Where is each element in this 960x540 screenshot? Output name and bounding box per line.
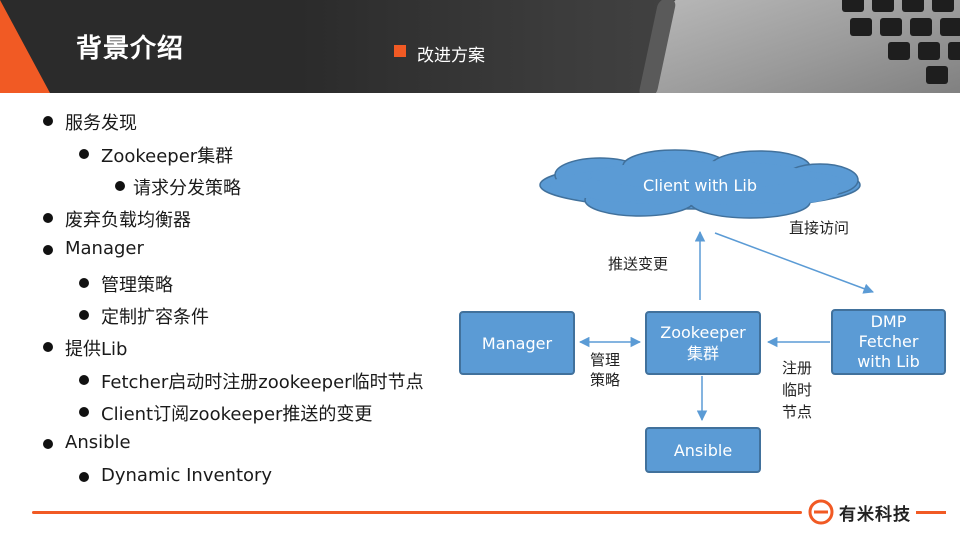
- ansible-node-label: Ansible: [673, 440, 733, 460]
- footer-divider-tail: [916, 511, 946, 514]
- register-label-line3: 节点: [782, 403, 813, 421]
- dmp-label-line2: Fetcher: [858, 332, 919, 351]
- page-subtitle: 改进方案: [417, 46, 485, 66]
- list-item: Ansible: [65, 432, 131, 453]
- dmp-label-line3: with Lib: [857, 352, 920, 371]
- list-item: 服务发现: [65, 113, 137, 134]
- client-node-label: Client with Lib: [643, 176, 757, 195]
- list-item: 提供Lib: [65, 339, 128, 360]
- page-title: 背景介绍: [76, 34, 185, 64]
- dmp-fetcher-node: DMP Fetcher with Lib: [831, 309, 946, 375]
- zookeeper-node: Zookeeper 集群: [645, 311, 761, 375]
- list-item: Client订阅zookeeper推送的变更: [101, 404, 373, 425]
- zookeeper-node-sublabel: 集群: [686, 344, 719, 363]
- list-item: 废弃负载均衡器: [65, 210, 191, 231]
- bullet-dot: [79, 149, 89, 159]
- arrow-direct-access: [714, 232, 874, 294]
- zookeeper-node-label: Zookeeper: [660, 323, 746, 342]
- accent-triangle: [0, 0, 50, 93]
- header-band: 背景介绍 改进方案: [0, 0, 960, 93]
- bullet-dot: [79, 407, 89, 417]
- direct-access-label: 直接访问: [789, 219, 850, 237]
- footer-divider: [32, 511, 802, 514]
- register-label: 注册 临时 节点: [782, 357, 812, 423]
- dmp-label-line1: DMP: [870, 312, 907, 331]
- policy-label: 管理 策略: [590, 350, 620, 390]
- cloud-shape: [539, 149, 861, 219]
- bullet-dot: [43, 439, 53, 449]
- bullet-dot: [79, 472, 89, 482]
- subtitle-marker: [394, 45, 406, 57]
- bullet-dot: [43, 213, 53, 223]
- ansible-node: Ansible: [645, 427, 761, 473]
- push-change-label: 推送变更: [608, 255, 669, 273]
- bullet-dot: [43, 116, 53, 126]
- register-label-line2: 临时: [782, 381, 813, 399]
- policy-label-line1: 管理: [590, 351, 621, 369]
- bullet-dot: [43, 342, 53, 352]
- bullet-dot: [79, 310, 89, 320]
- list-item: 管理策略: [101, 275, 173, 296]
- list-item: Manager: [65, 238, 144, 259]
- bullet-dot: [115, 181, 125, 191]
- manager-node: Manager: [459, 311, 575, 375]
- manager-node-label: Manager: [481, 333, 553, 353]
- list-item: 请求分发策略: [133, 178, 241, 199]
- brand-logo-icon: [808, 499, 834, 525]
- list-item: Zookeeper集群: [101, 146, 234, 167]
- list-item: Dynamic Inventory: [101, 465, 273, 486]
- bullet-dot: [43, 245, 53, 255]
- bullet-dot: [79, 278, 89, 288]
- keyboard-image: [820, 0, 960, 93]
- list-item: Fetcher启动时注册zookeeper临时节点: [101, 372, 424, 393]
- list-item: 定制扩容条件: [101, 307, 209, 328]
- policy-label-line2: 策略: [590, 371, 621, 389]
- register-label-line1: 注册: [782, 359, 813, 377]
- bullet-dot: [79, 375, 89, 385]
- brand-name: 有米科技: [839, 505, 911, 525]
